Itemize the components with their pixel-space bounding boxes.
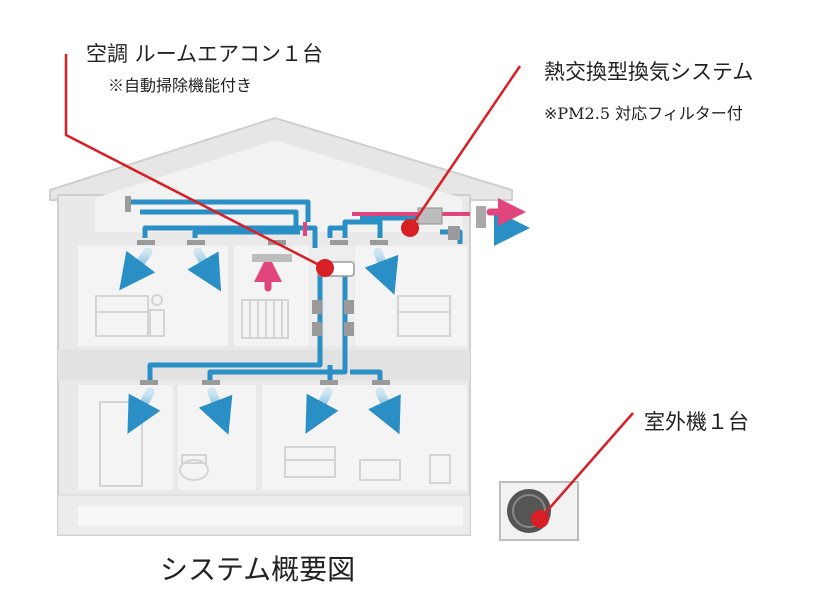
airflow-arrow-icon xyxy=(305,387,339,434)
aircon-sublabel: ※自動掃除機能付き xyxy=(108,76,253,95)
airflow-arrow-icon xyxy=(364,247,399,295)
outdoor-label: 室外機１台 xyxy=(644,410,749,434)
furniture xyxy=(95,294,451,487)
exhaust-ducts xyxy=(303,212,470,236)
supply-ducts xyxy=(128,199,463,380)
room-lower-right xyxy=(262,385,467,490)
lamp-icon xyxy=(149,294,165,337)
airflow-arrow-icon xyxy=(198,387,233,435)
aircon-label: 空調 ルームエアコン１台 xyxy=(86,42,324,66)
airflow-arrow-icon xyxy=(187,247,222,292)
airflow-arrows xyxy=(119,210,530,435)
callout-dot-aircon xyxy=(316,259,334,277)
callout-line-aircon xyxy=(64,54,326,270)
callout-dots xyxy=(316,219,549,528)
vent-label: 熱交換型換気システム xyxy=(544,60,754,84)
diagram-caption: システム概要図 xyxy=(160,553,356,586)
hall-devices xyxy=(312,300,354,336)
callout-dot-outdoor xyxy=(531,510,549,528)
radiator-icon xyxy=(241,299,289,339)
exhaust-arrows xyxy=(254,198,526,292)
door-icon xyxy=(99,401,143,487)
callouts xyxy=(64,54,634,520)
vent-sublabel: ※PM2.5 対応フィルター付 xyxy=(544,104,743,123)
airflow-arrow-icon xyxy=(119,247,156,291)
foundation-inner xyxy=(78,506,463,526)
callout-line-outdoor xyxy=(539,412,634,520)
callout-dot-vent xyxy=(401,219,419,237)
attic xyxy=(95,140,462,232)
heat-exchanger-icon xyxy=(417,206,486,240)
toilet-icon xyxy=(179,454,209,481)
airflow-arrow-icon xyxy=(127,387,161,434)
callout-line-vent xyxy=(408,65,522,229)
airflow-arrow-icon xyxy=(368,387,401,435)
bed-icon xyxy=(95,295,149,337)
bed-icon xyxy=(397,295,451,337)
chair-icon xyxy=(429,454,451,484)
sofa-icon xyxy=(284,446,336,478)
table-icon xyxy=(359,459,401,481)
room-lower-left xyxy=(78,385,173,490)
